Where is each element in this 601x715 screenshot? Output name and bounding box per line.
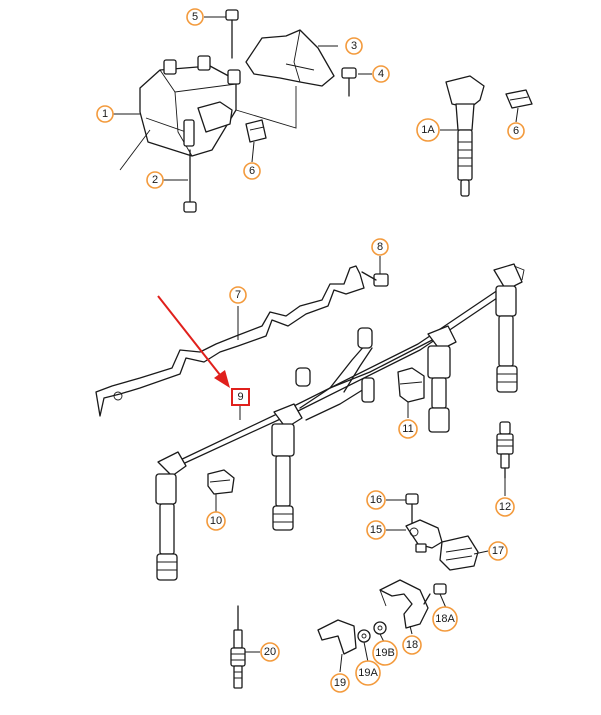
svg-text:17: 17 <box>492 545 504 557</box>
clamp-18[interactable] <box>379 579 429 629</box>
spark-plug-connector-left[interactable] <box>155 451 187 581</box>
svg-text:15: 15 <box>370 524 382 536</box>
individual-coil-1a[interactable] <box>445 75 485 197</box>
callout-19A[interactable]: 19A <box>355 660 381 686</box>
svg-text:12: 12 <box>499 501 511 513</box>
svg-text:1A: 1A <box>421 124 435 136</box>
coil-bracket[interactable] <box>245 29 335 87</box>
ignition-lead-set[interactable] <box>173 289 501 469</box>
callout-8[interactable]: 8 <box>371 238 389 256</box>
clamp-19[interactable] <box>317 619 357 655</box>
connector-17[interactable] <box>439 535 479 571</box>
spark-plug-connector-middle[interactable] <box>271 403 303 531</box>
svg-text:8: 8 <box>377 241 383 253</box>
callout-6-left[interactable]: 6 <box>243 162 261 180</box>
bolt-4[interactable] <box>341 67 357 97</box>
svg-text:7: 7 <box>235 289 241 301</box>
callout-19[interactable]: 19 <box>330 673 350 693</box>
lead-holder-rail-7[interactable] <box>95 265 365 417</box>
svg-text:6: 6 <box>249 165 255 177</box>
callout-18A[interactable]: 18A <box>432 606 458 632</box>
callout-6-right[interactable]: 6 <box>507 122 525 140</box>
spark-plug-12[interactable] <box>496 421 514 479</box>
connector-6-right[interactable] <box>505 89 533 109</box>
assembly-outline <box>119 86 297 171</box>
connector-6-left[interactable] <box>245 119 267 143</box>
leader-lines <box>113 16 519 673</box>
callout-18[interactable]: 18 <box>402 635 422 655</box>
svg-text:18A: 18A <box>435 613 455 625</box>
svg-text:2: 2 <box>152 174 158 186</box>
svg-text:19B: 19B <box>375 647 395 659</box>
callout-2[interactable]: 2 <box>146 171 164 189</box>
sensor-15[interactable] <box>405 519 443 553</box>
svg-text:9: 9 <box>237 391 243 403</box>
spark-plug-connector-right[interactable] <box>493 263 525 393</box>
callout-12[interactable]: 12 <box>495 497 515 517</box>
svg-text:10: 10 <box>210 515 222 527</box>
ignition-coil-pack[interactable] <box>139 55 241 157</box>
callout-10[interactable]: 10 <box>206 511 226 531</box>
svg-text:20: 20 <box>264 646 276 658</box>
callout-1A[interactable]: 1A <box>416 118 440 142</box>
mounting-bolt-2[interactable] <box>183 149 197 213</box>
callout-4[interactable]: 4 <box>372 65 390 83</box>
svg-text:19A: 19A <box>358 667 378 679</box>
svg-text:19: 19 <box>334 677 346 689</box>
lead-clip-11[interactable] <box>397 367 425 403</box>
lead-clip-10[interactable] <box>207 469 235 495</box>
bolt-16[interactable] <box>405 493 419 525</box>
callout-15[interactable]: 15 <box>366 520 386 540</box>
callout-5[interactable]: 5 <box>186 8 204 26</box>
callout-20[interactable]: 20 <box>260 642 280 662</box>
nut-19a[interactable] <box>357 629 371 643</box>
callout-17[interactable]: 17 <box>488 541 508 561</box>
mounting-bolt-5[interactable] <box>225 9 239 59</box>
callout-9-highlighted[interactable]: 9 <box>231 388 250 406</box>
highlight-arrow <box>157 295 230 388</box>
spark-plug-20[interactable] <box>230 605 246 689</box>
bolt-8[interactable] <box>361 271 389 287</box>
svg-text:18: 18 <box>406 639 418 651</box>
callout-16[interactable]: 16 <box>366 490 386 510</box>
callout-11[interactable]: 11 <box>398 419 418 439</box>
svg-text:6: 6 <box>513 125 519 137</box>
svg-text:4: 4 <box>378 68 384 80</box>
callout-19B[interactable]: 19B <box>372 640 398 666</box>
callout-1[interactable]: 1 <box>96 105 114 123</box>
svg-text:16: 16 <box>370 494 382 506</box>
svg-text:3: 3 <box>351 40 357 52</box>
washer-19b[interactable] <box>373 621 387 635</box>
svg-text:5: 5 <box>192 11 198 23</box>
callout-3[interactable]: 3 <box>345 37 363 55</box>
svg-text:1: 1 <box>102 108 108 120</box>
spark-plug-connector-right-middle[interactable] <box>427 325 457 433</box>
callout-7[interactable]: 7 <box>229 286 247 304</box>
svg-text:11: 11 <box>402 423 413 435</box>
